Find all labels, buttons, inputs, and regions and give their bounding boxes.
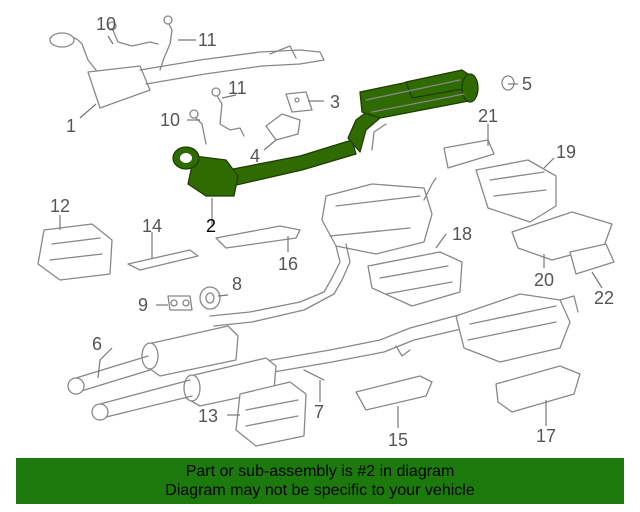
callout-4: 4 [250,146,260,166]
part-15-heat-shield[interactable] [355,375,433,411]
part-10-11-oxygen-sensors-top[interactable] [107,15,173,71]
banner-line-1: Part or sub-assembly is #2 in diagram [185,463,455,480]
rear-main-muffler[interactable] [455,293,579,363]
part-21-heat-shield[interactable] [443,139,495,169]
callout-1: 1 [66,116,76,136]
callout-22: 22 [594,288,614,308]
part-13-heat-shield[interactable] [235,381,307,447]
part-1-catalytic-converter[interactable] [49,32,325,109]
callout-13: 13 [198,406,218,426]
part-3-bracket[interactable] [285,91,313,113]
callout-11-top: 11 [198,30,217,50]
callout-3: 3 [330,92,340,112]
callout-21: 21 [478,106,498,126]
part-8-rubber-hanger[interactable] [199,286,221,310]
callout-17: 17 [536,426,556,446]
center-resonator[interactable] [321,177,437,295]
part-19-heat-shield[interactable] [475,159,557,223]
part-12-ribs [49,237,103,261]
callout-10-mid: 10 [160,110,180,130]
part-10-11-oxygen-sensors-mid[interactable] [189,87,245,145]
info-banner: Part or sub-assembly is #2 in diagram Di… [16,458,624,504]
part-14-heat-shield[interactable] [127,249,199,271]
callout-7: 7 [314,402,324,422]
part-9-isolator[interactable] [167,295,193,311]
callout-2: 2 [206,216,216,236]
part-22-heat-shield[interactable] [569,243,615,275]
part-4-bracket[interactable] [265,113,301,141]
hanger [395,345,411,357]
callout-18: 18 [452,224,472,244]
part-13-ribs [245,399,299,427]
callout-6: 6 [92,334,102,354]
callout-5: 5 [522,74,532,94]
part-18-ribs [379,265,453,295]
callout-16: 16 [278,254,298,274]
callout-14: 14 [142,216,162,236]
callout-8: 8 [232,274,242,294]
part-16-heat-shield[interactable] [215,225,301,249]
callout-12: 12 [50,196,70,216]
part-17-heat-shield[interactable] [495,365,581,413]
callout-15: 15 [388,430,408,450]
banner-line-2: Diagram may not be specific to your vehi… [165,482,475,499]
callout-10-top: 10 [96,14,116,34]
callout-9: 9 [138,295,148,315]
part-12-heat-shield[interactable] [37,223,113,281]
callout-11-mid: 11 [228,78,247,98]
leader-lines [59,35,603,428]
part-5-gasket-ring[interactable] [501,75,515,91]
part-19-ribs [489,171,547,197]
part-2-front-pipe-highlighted[interactable] [172,69,479,197]
part-18-heat-shield[interactable] [367,251,463,307]
part-7-intermediate-pipe[interactable] [209,291,475,381]
callout-19: 19 [556,142,576,162]
callout-20: 20 [534,270,554,290]
